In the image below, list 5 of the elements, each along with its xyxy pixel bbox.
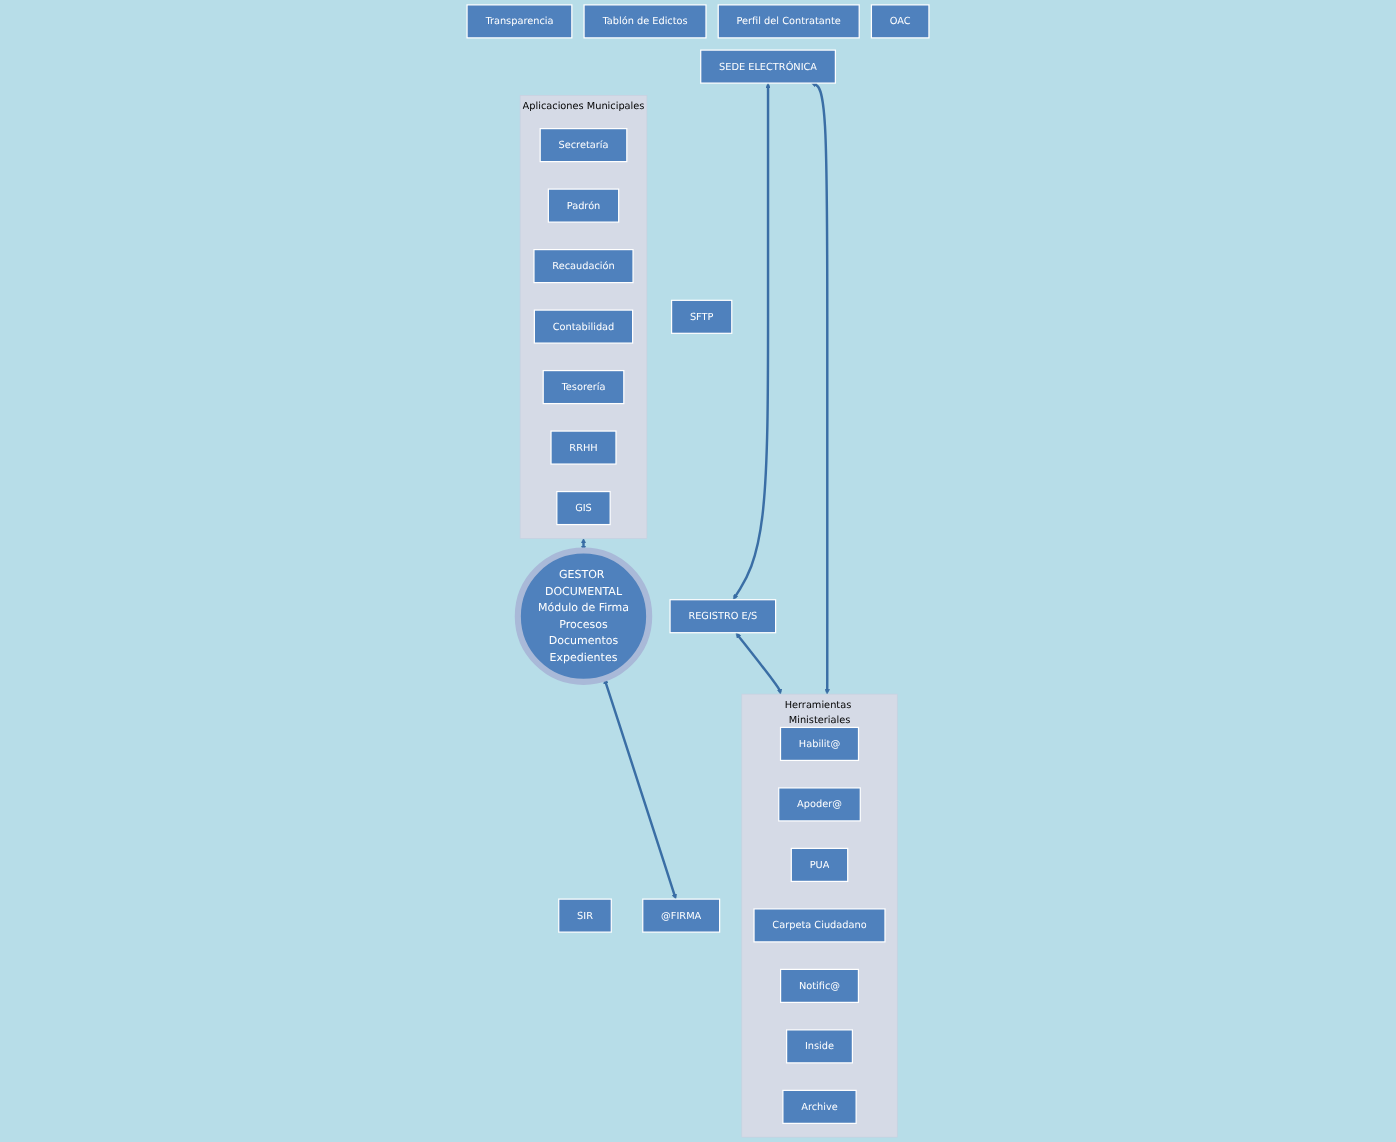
arrow bbox=[811, 82, 830, 695]
arrow bbox=[580, 538, 587, 551]
arrow bbox=[735, 632, 783, 695]
arrow bbox=[603, 678, 677, 900]
arrow bbox=[733, 82, 771, 600]
